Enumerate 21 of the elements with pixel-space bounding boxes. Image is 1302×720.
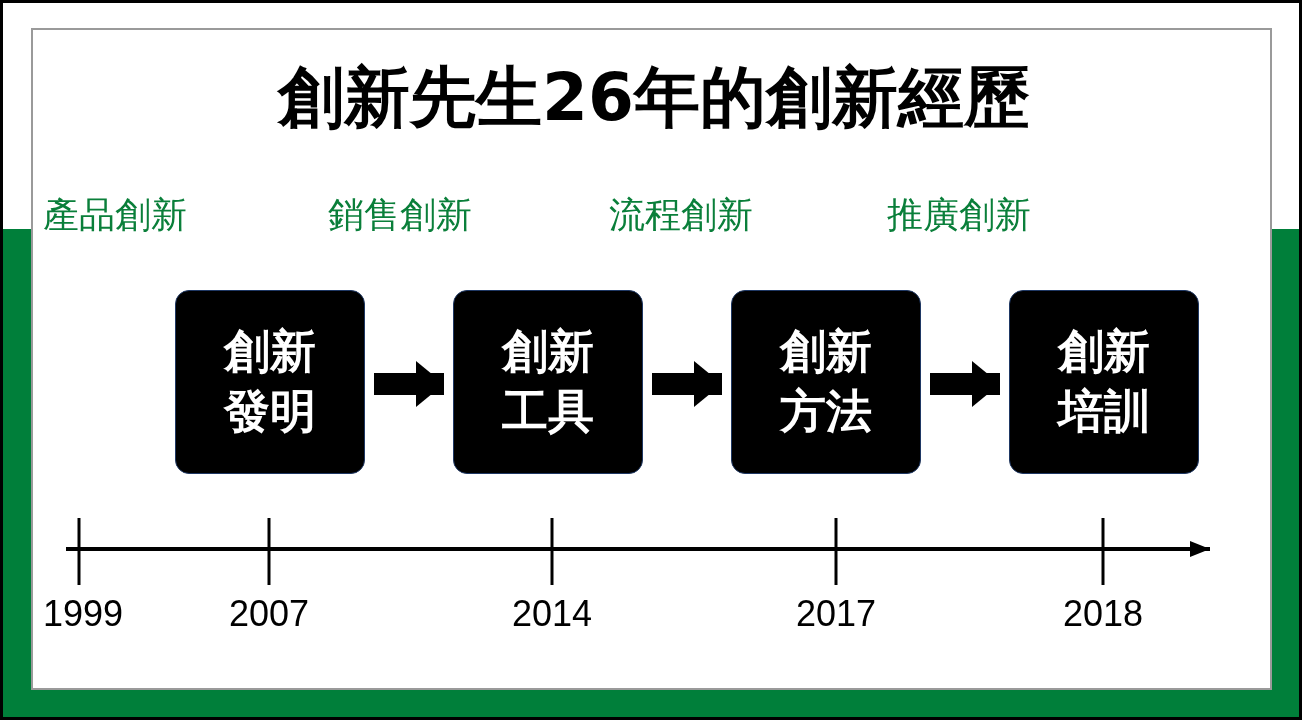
category-label: 流程創新 — [609, 193, 753, 237]
box-label: 創新培訓 — [1055, 323, 1151, 440]
year-label: 1999 — [42, 593, 124, 635]
title: 創新先生26年的創新經歷 — [276, 58, 1031, 138]
block-arrow — [374, 361, 444, 407]
box-label: 創新發明 — [222, 323, 317, 440]
year-label: 2017 — [795, 593, 877, 635]
category-label: 產品創新 — [43, 193, 187, 237]
year-label: 2014 — [511, 593, 593, 635]
process-box — [731, 290, 921, 474]
process-box — [175, 290, 365, 474]
box-label: 創新方法 — [778, 323, 873, 440]
year-label: 2007 — [228, 593, 310, 635]
box-label: 創新工具 — [500, 323, 595, 440]
year-label: 2018 — [1062, 593, 1144, 635]
category-label: 推廣創新 — [887, 193, 1031, 237]
category-label: 銷售創新 — [328, 193, 472, 237]
process-box — [453, 290, 643, 474]
process-box — [1009, 290, 1199, 474]
block-arrow — [930, 361, 1000, 407]
block-arrow — [652, 361, 722, 407]
